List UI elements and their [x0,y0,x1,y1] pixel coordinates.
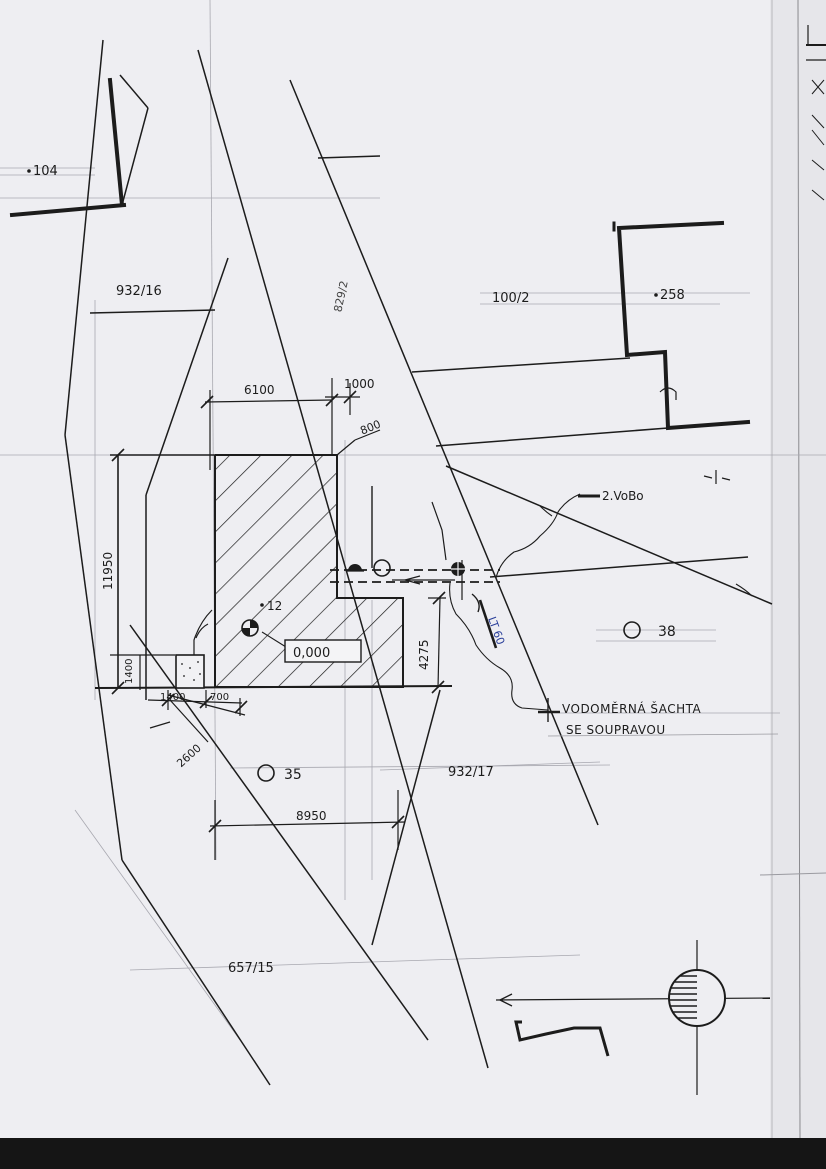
well-box [175,654,205,689]
parcel-boundaries [64,39,773,1086]
meter-shaft-label-line1: VODOMĚRNÁ ŠACHTA [562,701,702,716]
height-35: 35 [284,767,302,783]
height-38: 38 [658,624,676,640]
existing-buildings [9,77,751,431]
dim-1400-horizontal: 1400 [160,692,185,703]
lt60-marker [478,599,498,649]
parcel-258-label: 258 [660,288,685,303]
dim-11950: 11950 [101,552,115,590]
dimension-lines [147,378,446,860]
dim-700: 700 [210,692,229,703]
valve-symbols [346,559,465,577]
height-12: 12 [267,599,282,613]
water-pipe-label: 2.VoBo [602,489,644,503]
utility-labels: 2.VoBo LT 60 VODOMĚRNÁ ŠACHTA SE SOUPRAV… [485,489,701,737]
parcel-932-16-label: 932/16 [116,284,162,299]
parcel-labels: 104 932/16 100/2 258 829/2 932/17 657/15 [27,164,685,976]
height-labels: 12 0,000 38 35 [260,599,676,783]
parcel-829-2-label: 829/2 [331,280,350,314]
dim-4275: 4275 [417,639,431,670]
dim-1000: 1000 [344,377,375,391]
parcel-100-2-label: 100/2 [492,291,529,306]
paper [0,0,826,1138]
dim-8950: 8950 [296,809,327,823]
meter-shaft-marker [538,698,560,722]
dim-6100: 6100 [244,383,275,397]
height-0-000: 0,000 [293,646,330,661]
north-arrow-symbol [495,940,771,1095]
parcel-104-label: 104 [33,164,58,179]
dim-1400-vertical: 1400 [124,659,135,684]
scan-border [0,1138,826,1169]
meter-shaft-label-line2: SE SOUPRAVOU [566,723,666,737]
parcel-932-17-label: 932/17 [448,765,494,780]
service-lines [449,493,753,711]
height-points [241,619,641,782]
parcel-657-15-label: 657/15 [228,961,274,976]
